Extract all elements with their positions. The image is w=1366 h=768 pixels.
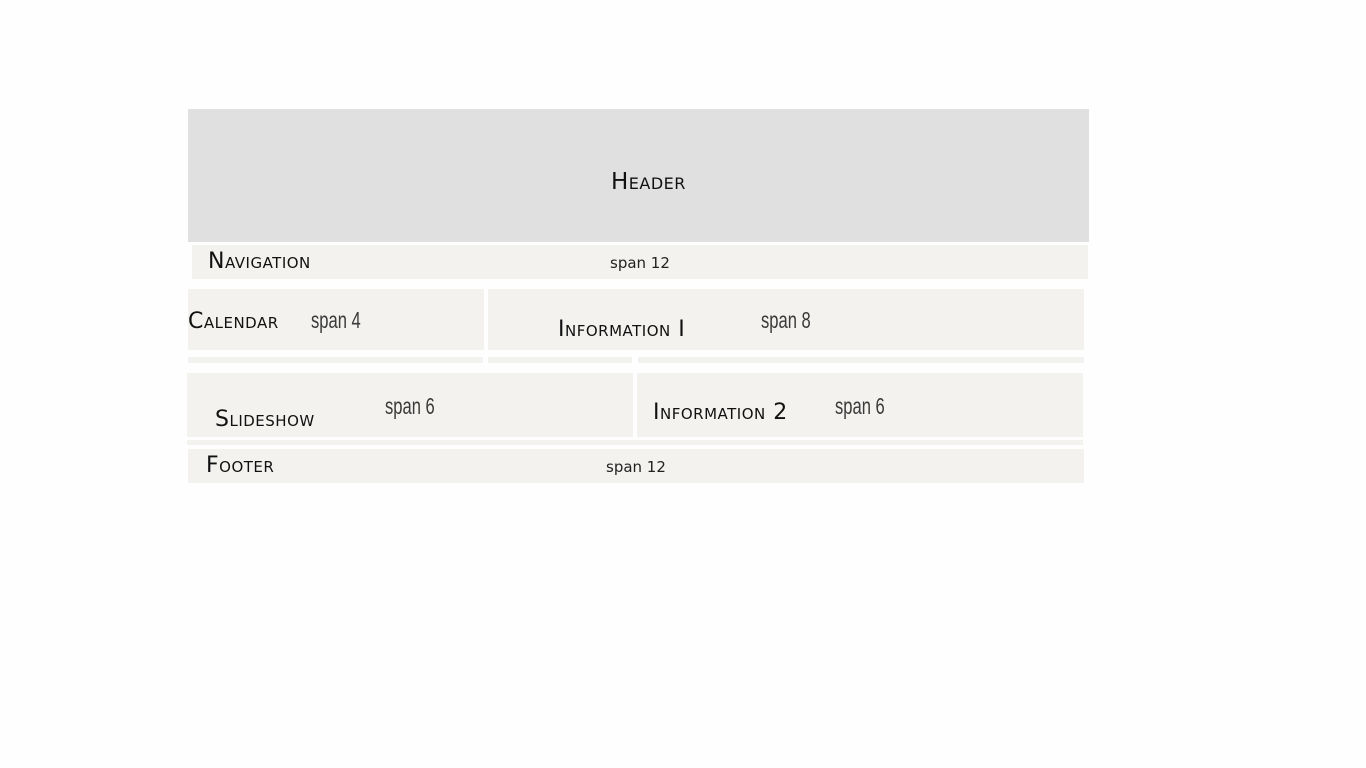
information2-span-label: span 6 xyxy=(835,393,885,419)
row-divider-strip xyxy=(638,357,1084,363)
information1-title: Information I xyxy=(558,317,686,342)
calendar-block: Calendar span 4 xyxy=(188,289,484,350)
calendar-title: Calendar xyxy=(188,309,279,334)
information1-block: Information I span 8 xyxy=(488,289,1084,350)
header-block: Header xyxy=(188,109,1089,242)
row-divider-strip xyxy=(188,357,483,363)
footer-title: Footer xyxy=(206,453,275,478)
slideshow-title: Slideshow xyxy=(215,407,315,432)
information2-block: Information 2 span 6 xyxy=(637,373,1083,437)
slideshow-block: Slideshow span 6 xyxy=(187,373,633,437)
footer-span-label: span 12 xyxy=(606,458,666,476)
navigation-block: Navigation span 12 xyxy=(192,245,1088,279)
navigation-span-label: span 12 xyxy=(610,254,670,272)
slideshow-span-label: span 6 xyxy=(385,393,435,419)
row-divider-strip xyxy=(187,440,1083,445)
information2-title: Information 2 xyxy=(653,400,788,425)
row-divider-strip xyxy=(488,357,632,363)
header-title: Header xyxy=(611,169,686,195)
information1-span-label: span 8 xyxy=(761,307,811,333)
calendar-span-label: span 4 xyxy=(311,307,361,333)
navigation-title: Navigation xyxy=(208,249,311,274)
footer-block: Footer span 12 xyxy=(188,449,1084,483)
